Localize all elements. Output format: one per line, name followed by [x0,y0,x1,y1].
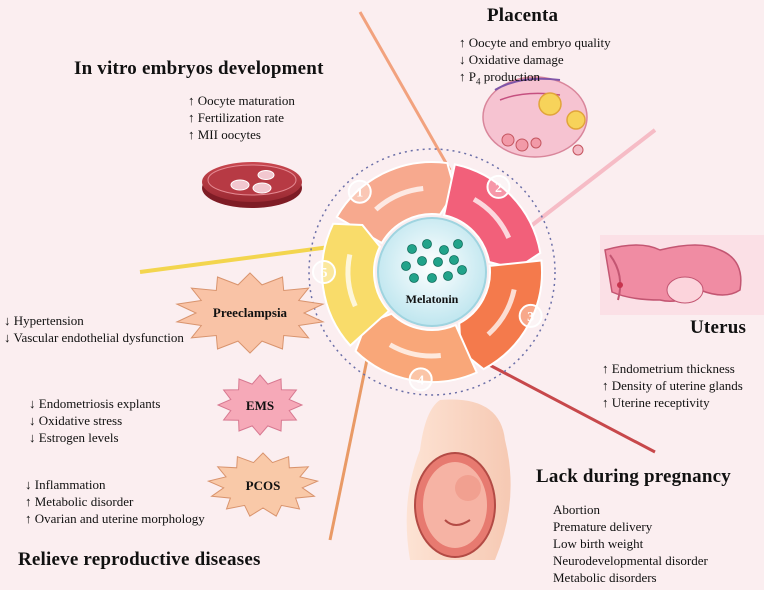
ems-effects-list: ↓ Endometriosis explants ↓ Oxidative str… [29,395,160,446]
list-item: ↑ MII oocytes [188,127,261,142]
segment-1 [335,161,457,245]
segment-arrow-1 [374,185,424,212]
list-item: ↑ Ovarian and uterine morphology [25,511,205,526]
list-item: Premature delivery [553,519,653,534]
melatonin-molecule [427,273,437,283]
petri-dish-illustration [202,162,302,208]
uterus-effects-list: ↑ Endometrium thickness ↑ Density of ute… [602,360,743,411]
list-item: ↑ Metabolic disorder [25,494,134,509]
preeclampsia-effects-list: ↓ Hypertension ↓ Vascular endothelial dy… [4,312,184,346]
segment-3 [458,259,543,371]
ovary-illustration [482,76,588,158]
cycle-number-5: 5 [321,266,328,281]
cycle-number-badge [347,179,372,204]
dotted-ring [308,148,556,396]
list-item: ↑ Fertilization rate [188,110,285,125]
pcos-starburst [206,452,320,517]
cycle-number-badge [312,260,336,284]
segment-arrow-4 [388,342,442,359]
list-item: Low birth weight [553,536,644,551]
ems-starburst [216,374,304,436]
segment-arrow-5 [345,254,358,308]
cycle-number-labels: 1 2 3 4 5 [312,174,543,392]
segment-4 [354,312,479,383]
list-item: ↓ Vascular endothelial dysfunction [4,330,184,345]
in-vitro-title: In vitro embryos development [74,58,324,79]
list-item: ↑ Oocyte and embryo quality [459,35,611,50]
cycle-segments [321,161,543,383]
list-item: ↓ Estrogen levels [29,430,119,445]
melatonin-molecule [407,244,417,254]
melatonin-molecule [401,261,411,271]
cycle-number-3: 3 [527,310,534,325]
list-item: ↑ Density of uterine glands [602,378,743,393]
preeclampsia-label: Preeclampsia [212,305,288,320]
melatonin-molecule [453,239,463,249]
segment-arrow-2 [472,197,512,239]
melatonin-molecule [449,255,459,265]
segment-5 [321,222,391,348]
list-item: Neurodevelopmental disorder [553,553,708,568]
list-item: ↑ P4 production [459,69,541,87]
cycle-number-badge [408,367,433,392]
placenta-title: Placenta [487,5,559,26]
connector-line-bottom [328,344,372,541]
melatonin-molecules [401,239,467,283]
list-item: ↓ Inflammation [25,477,106,492]
placenta-effects-list: ↑ Oocyte and embryo quality ↓ Oxidative … [459,34,611,91]
list-item: ↑ Oocyte maturation [188,93,295,108]
ems-label: EMS [245,398,275,413]
in-vitro-effects-list: ↑ Oocyte maturation ↑ Fertilization rate… [188,92,295,143]
list-item: ↓ Hypertension [4,313,84,328]
cycle-number-1: 1 [356,186,363,201]
list-item: ↓ Oxidative stress [29,413,123,428]
list-item: ↓ Endometriosis explants [29,396,161,411]
preeclampsia-starburst [175,272,325,354]
melatonin-molecule [417,256,427,266]
pcos-label: PCOS [245,478,281,493]
uterus-title: Uterus [690,317,747,338]
melatonin-molecule [457,265,467,275]
melatonin-molecule [422,239,432,249]
list-item: Abortion [553,502,600,517]
cycle-number-badge [486,174,511,199]
melatonin-molecule [439,245,449,255]
pregnancy-illustration [406,399,511,560]
reproductive-title: Relieve reproductive diseases [18,549,261,570]
list-item: ↑ Uterine receptivity [602,395,710,410]
melatonin-center-circle [377,217,487,327]
connector-line-reproductive [139,241,361,274]
melatonin-molecule [443,271,453,281]
connector-line-pregnancy [479,358,656,454]
connector-line-placenta [358,11,452,171]
melatonin-molecule [433,257,443,267]
list-item: ↑ Endometrium thickness [602,361,735,376]
melatonin-label: Melatonin [405,292,459,306]
cycle-number-badge [518,303,543,328]
cycle-number-4: 4 [417,373,424,388]
pcos-effects-list: ↓ Inflammation ↑ Metabolic disorder ↑ Ov… [25,476,205,527]
pregnancy-effects-list: Abortion Premature delivery Low birth we… [553,501,708,586]
melatonin-molecule [409,273,419,283]
segment-arrow-3 [486,288,517,337]
uterus-illustration [600,235,764,315]
list-item: ↓ Oxidative damage [459,52,564,67]
pregnancy-title: Lack during pregnancy [536,466,731,487]
list-item: Metabolic disorders [553,570,657,585]
cycle-number-2: 2 [495,181,502,196]
